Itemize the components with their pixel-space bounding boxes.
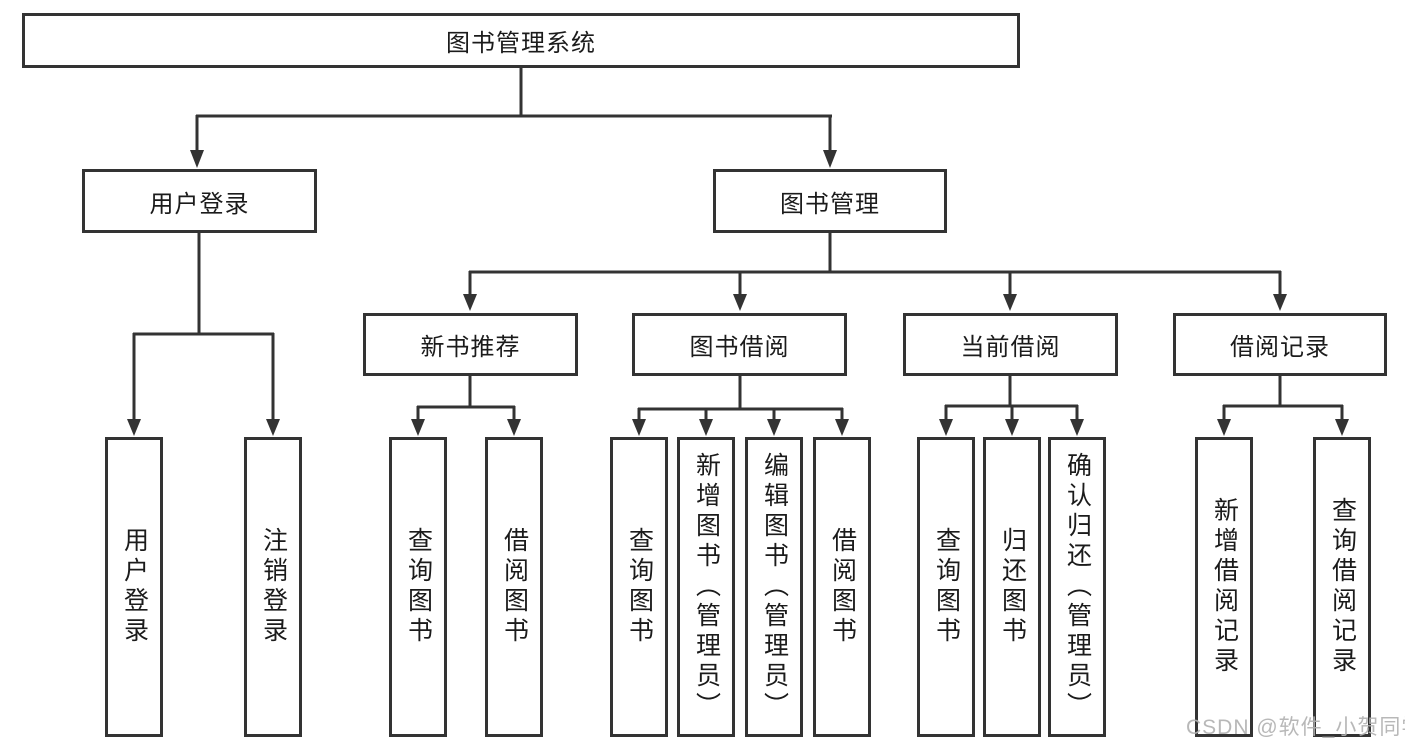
leaf-current-confirm-return: 确认归还（管理员） bbox=[1048, 437, 1106, 737]
leaf-borrow-add-book: 新增图书（管理员） bbox=[677, 437, 735, 737]
node-book-borrow: 图书借阅 bbox=[632, 313, 847, 376]
leaf-newbook-search: 查询图书 bbox=[389, 437, 447, 737]
leaf-current-search: 查询图书 bbox=[917, 437, 975, 737]
leaf-current-return: 归还图书 bbox=[983, 437, 1041, 737]
node-new-book-recommend: 新书推荐 bbox=[363, 313, 578, 376]
node-book-management: 图书管理 bbox=[713, 169, 947, 233]
leaf-records-add: 新增借阅记录 bbox=[1195, 437, 1253, 737]
leaf-records-search: 查询借阅记录 bbox=[1313, 437, 1371, 737]
leaf-borrow-search: 查询图书 bbox=[610, 437, 668, 737]
leaf-logout: 注销登录 bbox=[244, 437, 302, 737]
leaf-user-login: 用户登录 bbox=[105, 437, 163, 737]
leaf-borrow-edit-book: 编辑图书（管理员） bbox=[745, 437, 803, 737]
node-borrow-records: 借阅记录 bbox=[1173, 313, 1387, 376]
leaf-newbook-borrow: 借阅图书 bbox=[485, 437, 543, 737]
node-root: 图书管理系统 bbox=[22, 13, 1020, 68]
csdn-watermark: CSDN @软件_小贺同学 bbox=[1186, 716, 1405, 739]
node-current-borrow: 当前借阅 bbox=[903, 313, 1118, 376]
leaf-borrow-borrow-book: 借阅图书 bbox=[813, 437, 871, 737]
arrowheads bbox=[127, 150, 1349, 436]
node-user-login: 用户登录 bbox=[82, 169, 317, 233]
